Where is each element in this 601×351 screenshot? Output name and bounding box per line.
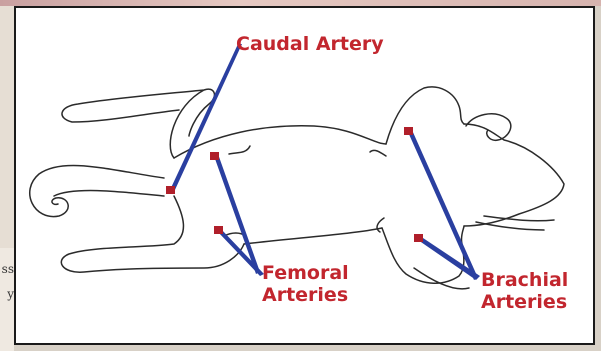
femoral-label-line1: Femoral	[262, 262, 349, 284]
stray-text-1: ss	[0, 262, 14, 276]
brachial-pointer-upper	[408, 130, 478, 280]
caudal-artery-label: Caudal Artery	[236, 33, 384, 55]
brachial-label-line2: Arteries	[481, 291, 568, 313]
brachial-label-line1: Brachial	[481, 269, 568, 291]
rat-outline	[30, 87, 564, 289]
brachial-arteries-label: Brachial Arteries	[481, 269, 568, 313]
brachial-marker-upper	[404, 127, 413, 135]
stray-text-2: y	[0, 287, 14, 301]
brachial-marker-lower	[414, 234, 423, 242]
femoral-marker-upper	[210, 152, 219, 160]
femoral-label-line2: Arteries	[262, 284, 349, 306]
brachial-pointer-lower	[418, 236, 480, 280]
caudal-pointer	[170, 44, 242, 192]
femoral-marker-lower	[214, 226, 223, 234]
pointer-lines	[170, 44, 480, 280]
femoral-pointer-upper	[214, 154, 260, 274]
femoral-arteries-label: Femoral Arteries	[262, 262, 349, 306]
femoral-pointer-lower	[218, 228, 264, 276]
caudal-marker	[166, 186, 175, 194]
